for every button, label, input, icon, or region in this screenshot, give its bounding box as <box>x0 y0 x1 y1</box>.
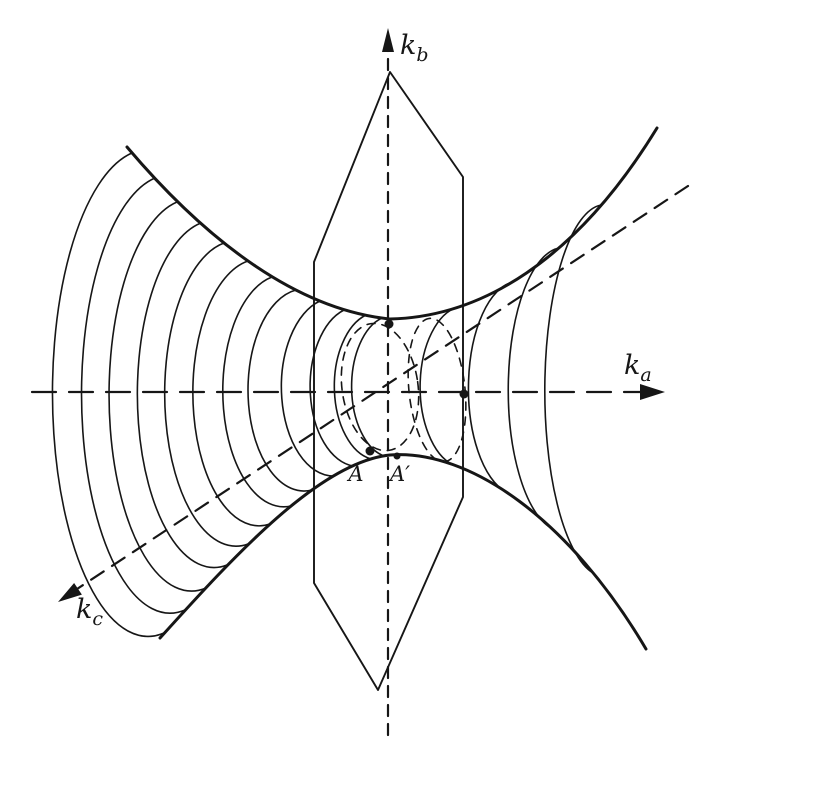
neck-dashed-sections <box>340 317 467 463</box>
ring-arc <box>51 152 165 638</box>
kc-axis-line <box>72 184 690 593</box>
kb-axis-arrowhead-icon <box>382 28 394 52</box>
ring-arc <box>136 222 228 569</box>
kc-axis-label: kc <box>76 594 103 630</box>
lower-silhouette-curve <box>158 453 648 651</box>
neck-top-point <box>384 319 394 329</box>
kb-axis-label: kb <box>400 30 429 66</box>
kc-axis-arrowhead-icon <box>58 583 82 602</box>
hexagonal-zone-plane <box>313 71 464 691</box>
ring-arc <box>350 317 385 457</box>
ring-arc <box>192 260 271 527</box>
ring-arc <box>309 309 354 467</box>
point-A-prime-label: A′ <box>388 462 410 486</box>
ka-axis-label: ka <box>624 350 652 386</box>
point-A-dot <box>365 446 375 456</box>
left-horn-rings <box>51 152 385 638</box>
upper-silhouette-curve <box>125 126 659 321</box>
ka-axis-arrowhead-icon <box>640 384 665 400</box>
ring-arc <box>543 204 602 574</box>
labels: kb ka kc A A′ <box>76 30 652 630</box>
neck-circle-dashed <box>340 322 420 452</box>
zone-plane-circle-dashed <box>407 317 467 463</box>
ring-arc <box>467 281 514 493</box>
ring-arc <box>507 247 560 529</box>
point-A-label: A <box>346 462 363 486</box>
ring-arc <box>280 300 334 477</box>
ring-arc <box>333 314 372 460</box>
marked-points <box>365 319 469 460</box>
ring-arc <box>80 177 186 614</box>
ring-arc <box>163 242 249 547</box>
ring-arc <box>419 306 459 466</box>
axes <box>30 28 690 737</box>
ring-arc <box>247 289 313 492</box>
point-A-prime-dot <box>393 452 401 460</box>
ring-arc <box>221 276 292 508</box>
zone-edge-point <box>459 389 469 399</box>
ring-arc <box>108 201 207 592</box>
